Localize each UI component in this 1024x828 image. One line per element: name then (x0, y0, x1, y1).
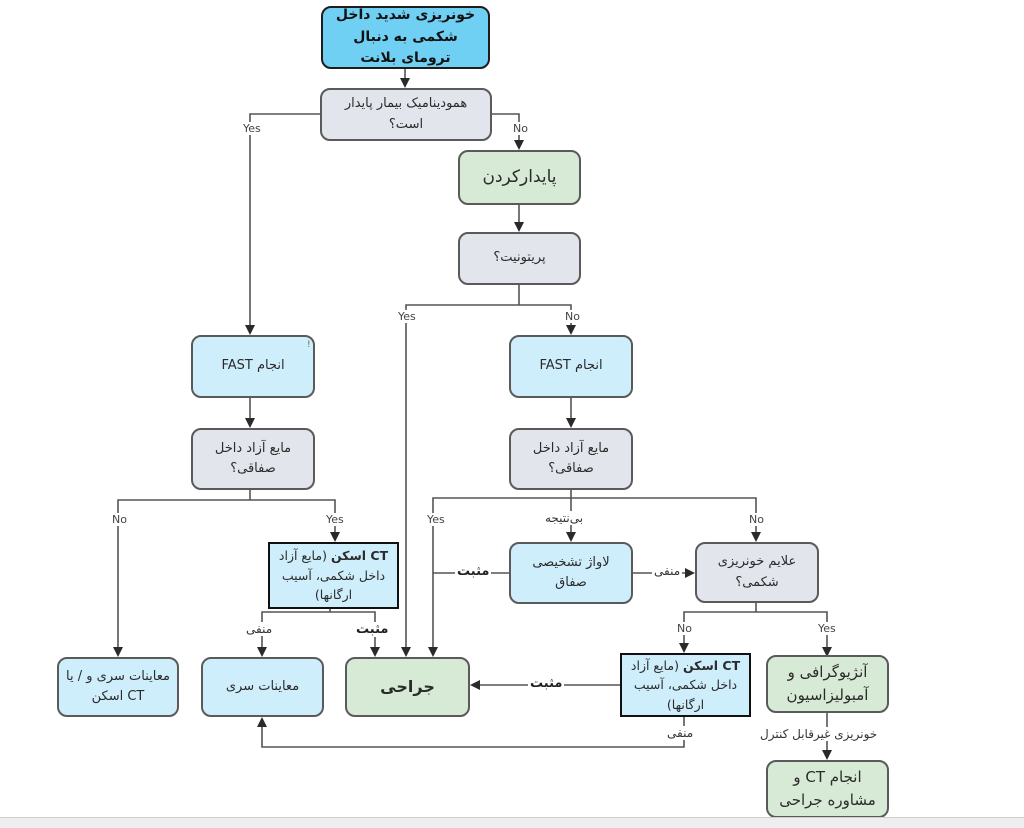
label-peritonitis-yes: Yes (397, 310, 417, 323)
label-ctleft-positive: مثبت (354, 622, 391, 637)
action-surgery: جراحی (345, 657, 470, 717)
edge-fluidright-yes (428, 497, 571, 657)
decision-peritonitis: پریتونیت؟ (458, 232, 581, 285)
decision-bleeding-signs: علایم خونریزی شکمی؟ (695, 542, 819, 603)
process-ct-scan-right: CT اسکن (مایع آزاد داخل شکمی، آسیب ارگان… (620, 653, 751, 717)
action-stabilize: پایدارکردن (458, 150, 581, 205)
label-fluidright-yes: Yes (426, 513, 446, 526)
action-ct-surgical-consult: انجام CT و مشاوره جراحی (766, 760, 889, 818)
process-ct-scan-left: CT اسکن (مایع آزاد داخل شکمی، آسیب ارگان… (268, 542, 399, 609)
edge-ctleft-negative (257, 611, 330, 657)
stray-mark: ! (307, 340, 311, 350)
label-hemo-no: No (512, 122, 529, 135)
start-node: خونریزی شدید داخل شکمی به دنبال ترومای ب… (321, 6, 490, 69)
edge-fluidleft-no (113, 499, 250, 657)
edge-bleeding-no (679, 611, 756, 653)
label-hemo-yes: Yes (242, 122, 262, 135)
process-fast-right: انجام FAST (509, 335, 633, 398)
edge-peritonitis-no (519, 304, 576, 335)
edge-hemo-no (492, 113, 524, 150)
process-serial-exams: معاینات سری (201, 657, 324, 717)
label-dpl-positive: مثبت (455, 564, 492, 579)
ct-right-text: CT اسکن (مایع آزاد داخل شکمی، آسیب ارگان… (630, 657, 741, 712)
label-bleeding-no: No (676, 622, 693, 635)
edge-ctright-negative (257, 717, 685, 748)
edge-ctleft-positive (330, 611, 380, 657)
label-ctright-positive: مثبت (528, 676, 565, 691)
edge-bleeding-yes (756, 611, 832, 657)
decision-hemodynamic-stable: همودینامیک بیمار پایدار است؟ (320, 88, 492, 141)
label-ctright-negative: منفی (665, 726, 696, 740)
label-dpl-negative: منفی (652, 564, 683, 578)
decision-free-fluid-left: مایع آزاد داخل صفاقی؟ (191, 428, 315, 490)
label-fluidleft-yes: Yes (325, 513, 345, 526)
action-angio-embolization: آنژیوگرافی و آمبولیزاسیون (766, 655, 889, 713)
edge-peritonitis-yes (401, 304, 519, 657)
edge-fluidright-no (571, 497, 761, 542)
label-uncontrolled-bleeding: خونریزی غیرقابل کنترل (758, 727, 880, 741)
label-peritonitis-no: No (564, 310, 581, 323)
process-serial-or-ct: معاینات سری و / یا CT اسکن (57, 657, 179, 717)
edge-fluidleft-yes (250, 499, 340, 542)
label-bleeding-yes: Yes (817, 622, 837, 635)
process-fast-left: انجام FAST (191, 335, 315, 398)
label-fluidleft-no: No (111, 513, 128, 526)
label-fluidright-no: No (748, 513, 765, 526)
edge-hemo-yes (245, 113, 320, 335)
ct-left-text: CT اسکن (مایع آزاد داخل شکمی، آسیب ارگان… (278, 548, 389, 603)
label-fluidright-inconclusive: بی‌نتیجه (543, 511, 586, 525)
label-ctleft-negative: منفی (244, 622, 275, 636)
process-dpl: لاواژ تشخیصی صفاق (509, 542, 633, 604)
bottom-scrollbar-area (0, 817, 1024, 828)
decision-free-fluid-right: مایع آزاد داخل صفاقی؟ (509, 428, 633, 490)
